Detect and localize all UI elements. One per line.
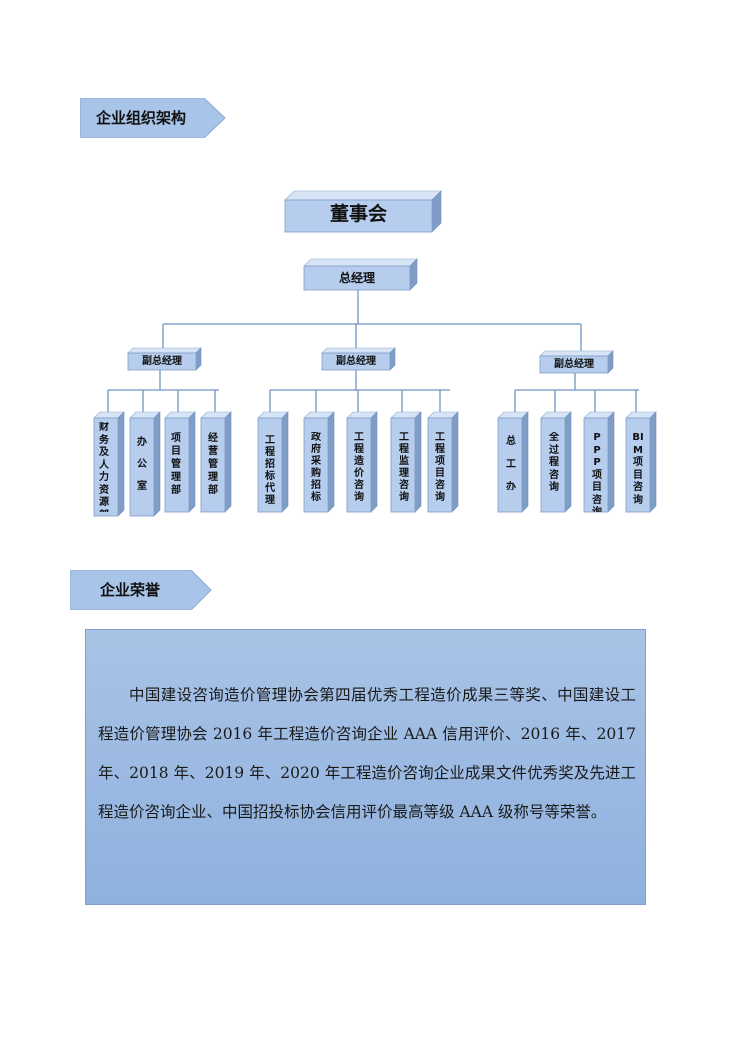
dept-office: 办公室 — [137, 437, 147, 492]
dept-box-whole-process-consulting-side — [564, 411, 572, 513]
org-section-title: 企业组织架构 — [96, 109, 187, 127]
dept-box-project-consulting-side — [451, 411, 459, 513]
banner-arrow-shape — [70, 570, 212, 610]
dept-box-ppp-project-consulting — [583, 417, 609, 513]
honors-box: 中国建设咨询造价管理协会第四届优秀工程造价成果三等奖、中国建设工程造价管理协会 … — [85, 629, 646, 905]
dept-box-supervision-consulting — [390, 417, 416, 513]
org-chart: 董事会 总经理 副总经理 副总经理 副总经理 财务及人力资源部 办公室 项目管理… — [88, 170, 660, 520]
dept-box-chief-engineer-office — [497, 417, 523, 513]
dept-box-cost-consulting — [346, 417, 372, 513]
dept-box-government-procurement — [303, 417, 329, 513]
dept-bim-project-consulting: BIM项目咨询 — [632, 432, 644, 506]
general-manager-box — [303, 265, 411, 291]
dept-box-ppp-project-consulting-side — [607, 411, 615, 513]
org-chart-lines — [93, 190, 657, 517]
vp-node-1: 副总经理 — [142, 356, 182, 367]
dept-business-management: 经营管理部 — [208, 433, 218, 496]
dept-finance-hr: 财务及人力资源部 — [99, 422, 109, 512]
dept-box-bim-project-consulting-side — [649, 411, 657, 513]
dept-supervision-consulting: 工程监理咨询 — [399, 432, 409, 503]
dept-box-finance-hr — [93, 417, 119, 517]
dept-project-management: 项目管理部 — [171, 433, 181, 496]
honors-paragraph: 中国建设咨询造价管理协会第四届优秀工程造价成果三等奖、中国建设工程造价管理协会 … — [98, 686, 636, 821]
dept-box-bim-project-consulting — [625, 417, 651, 513]
org-section-banner: 企业组织架构 — [80, 98, 226, 138]
dept-box-project-management — [164, 417, 190, 513]
dept-ppp-project-consulting: PPP项目咨询 — [592, 432, 602, 512]
vp-node-3: 副总经理 — [554, 359, 594, 370]
dept-box-office-side — [153, 411, 161, 517]
dept-box-finance-hr-side — [117, 411, 125, 517]
board-box — [284, 199, 433, 233]
dept-government-procurement: 政府采购招标 — [311, 432, 321, 503]
dept-box-office — [129, 417, 155, 517]
dept-box-supervision-consulting-side — [414, 411, 422, 513]
dept-cost-consulting: 工程造价咨询 — [354, 432, 364, 503]
dept-box-bidding-agency — [257, 417, 283, 513]
honors-section-title: 企业荣誉 — [100, 581, 161, 599]
dept-box-project-management-side — [188, 411, 196, 513]
dept-chief-engineer-office: 总工办 — [506, 436, 516, 490]
vp-box-1 — [127, 352, 197, 371]
honors-section-banner: 企业荣誉 — [70, 570, 212, 610]
general-manager-node: 总经理 — [338, 271, 375, 285]
dept-box-chief-engineer-office-side — [521, 411, 529, 513]
dept-box-business-management — [200, 417, 226, 513]
dept-box-business-management-side — [224, 411, 232, 513]
banner-arrow-shape — [80, 98, 226, 138]
dept-whole-process-consulting: 全过程咨询 — [549, 432, 559, 493]
dept-project-consulting: 工程项目咨询 — [435, 432, 445, 503]
dept-bidding-agency: 工程招标代理 — [265, 435, 275, 506]
vp-box-3 — [539, 355, 609, 374]
vp-box-2 — [321, 352, 391, 371]
dept-box-government-procurement-side — [327, 411, 335, 513]
dept-box-whole-process-consulting — [540, 417, 566, 513]
board-node: 董事会 — [329, 203, 387, 225]
dept-box-bidding-agency-side — [281, 411, 289, 513]
dept-box-cost-consulting-side — [370, 411, 378, 513]
vp-node-2: 副总经理 — [336, 356, 376, 367]
general-manager-box-top — [303, 258, 418, 267]
dept-box-project-consulting — [427, 417, 453, 513]
